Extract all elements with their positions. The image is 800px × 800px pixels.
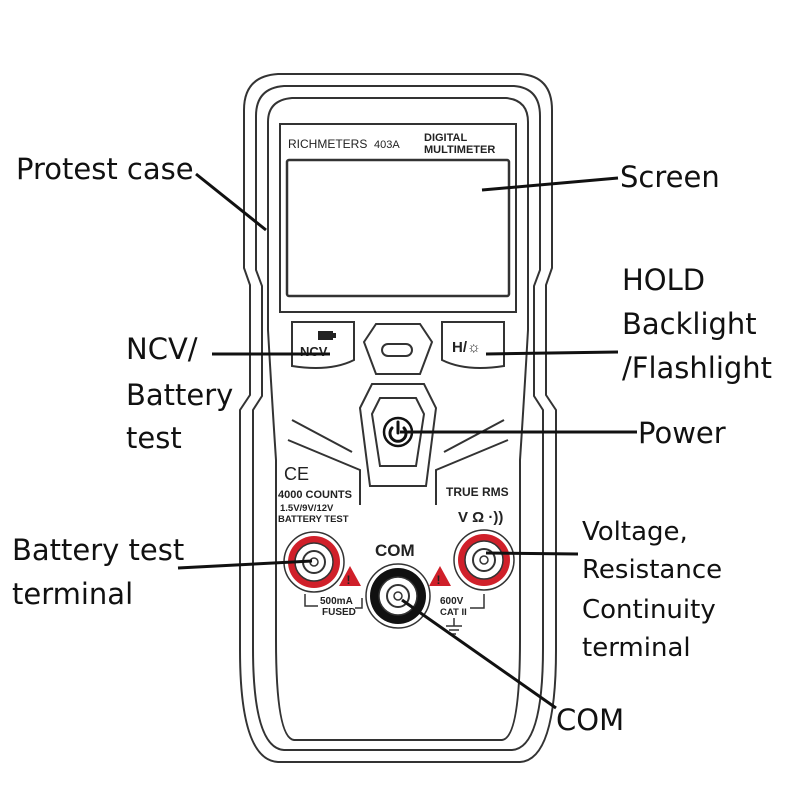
callout-battery-terminal-l2: terminal [12, 577, 133, 611]
callout-ncv-l1: NCV/ [126, 332, 198, 366]
leader-lines [177, 172, 637, 710]
callout-ncv-l3: test [126, 421, 182, 455]
ground-icon [446, 618, 462, 635]
com-jack-label: COM [375, 541, 415, 560]
brand-name: RICHMETERS [288, 137, 367, 151]
callout-voltage-l3: Continuity [582, 595, 716, 625]
callout-screen: Screen [620, 160, 720, 194]
callout-hold-l2: Backlight [622, 307, 757, 341]
svg-text:FUSED: FUSED [322, 607, 356, 618]
model-number: 403A [374, 139, 400, 151]
indicator-pad [362, 323, 434, 375]
v-ohm-continuity-label: V Ω ·)) [458, 509, 503, 526]
com-terminal[interactable] [365, 563, 431, 629]
battery-test-label: BATTERY TEST [278, 514, 349, 525]
callout-hold-l1: HOLD [622, 263, 705, 297]
callout-hold-l3: /Flashlight [622, 351, 772, 385]
right-spec-labels: TRUE RMS V Ω ·)) [446, 485, 509, 526]
svg-text:CAT II: CAT II [440, 607, 467, 618]
callout-com: COM [556, 703, 624, 737]
true-rms-label: TRUE RMS [446, 485, 509, 499]
power-button[interactable] [358, 383, 438, 487]
protective-case [239, 73, 557, 763]
device-type-line2: MULTIMETER [424, 144, 495, 156]
battery-test-terminal[interactable] [283, 531, 345, 593]
leader-screen [481, 176, 619, 192]
front-panel [279, 123, 517, 505]
svg-text:600V: 600V [440, 596, 464, 607]
ncv-button[interactable]: NCV [291, 321, 355, 369]
warning-icon-left: ! [339, 566, 361, 587]
battery-icon [318, 331, 333, 340]
voltage-resistance-terminal[interactable] [453, 529, 515, 591]
callout-battery-terminal-l1: Battery test [12, 533, 184, 567]
ce-mark: CE [284, 464, 309, 484]
callout-power: Power [638, 416, 726, 450]
callout-labels: Protest case Screen HOLD Backlight /Flas… [12, 152, 772, 737]
cat-rating-label: 600V CAT II [440, 594, 485, 635]
callout-voltage-l4: terminal [582, 633, 691, 663]
ncv-button-label: NCV [300, 344, 328, 359]
callout-voltage-l1: Voltage, [582, 517, 688, 547]
leader-hold [485, 350, 619, 356]
leader-voltage-terminal [485, 551, 579, 556]
svg-text:500mA: 500mA [320, 596, 353, 607]
counts-label: 4000 COUNTS [278, 489, 352, 501]
hold-backlight-button[interactable]: H/☼ [441, 321, 505, 369]
leader-battery-terminal [177, 559, 313, 570]
svg-text:!: ! [347, 573, 351, 587]
left-spec-labels: CE 4000 COUNTS 1.5V/9V/12V BATTERY TEST [278, 464, 352, 525]
hold-button-label: H/☼ [452, 339, 481, 356]
leader-com [401, 598, 557, 710]
device-type-line1: DIGITAL [424, 132, 467, 144]
lcd-screen [285, 158, 511, 298]
callout-protest-case: Protest case [16, 152, 194, 186]
callout-ncv-l2: Battery [126, 378, 233, 412]
battery-voltages-label: 1.5V/9V/12V [280, 503, 334, 514]
fuse-rating-label: 500mA FUSED [304, 594, 363, 618]
callout-voltage-l2: Resistance [582, 555, 722, 585]
leader-protest-case [195, 172, 267, 232]
brand-strip: RICHMETERS 403A DIGITAL MULTIMETER [288, 132, 495, 156]
svg-text:!: ! [437, 573, 441, 587]
warning-icon-right: ! [429, 566, 451, 587]
